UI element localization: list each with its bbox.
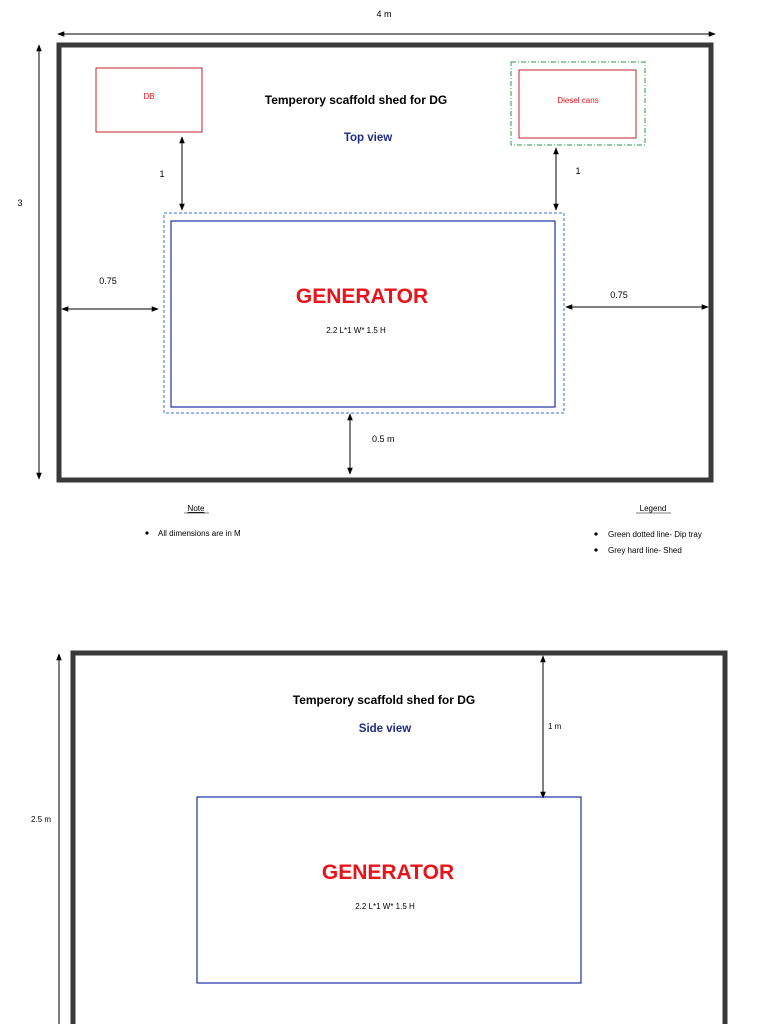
bottom-gap-label: 0.5 m [372, 434, 395, 444]
db-gap-label: 1 [159, 169, 164, 179]
legend-item-shed: Grey hard line- Shed [608, 546, 682, 555]
top-generator-label: GENERATOR [296, 285, 428, 308]
top-width-label: 4 m [376, 9, 391, 19]
side-view-label: Side view [359, 723, 411, 735]
dip-tray-generator [163, 212, 565, 414]
side-generator-label: GENERATOR [322, 861, 454, 884]
side-title: Temperory scaffold shed for DG [293, 693, 475, 707]
top-view: 4 m 3 DB Temperory scaffold shed for DG … [17, 9, 716, 483]
side-generator-dims: 2.2 L*1 W* 1.5 H [355, 902, 415, 911]
diesel-cans-box [518, 69, 637, 139]
side-top-gap-label: 1 m [548, 722, 562, 731]
side-height-label: 2.5 m [31, 815, 51, 824]
legend-section: Legend Green dotted line- Dip tray Grey … [594, 504, 702, 555]
db-box [95, 67, 203, 133]
note-heading: Note [188, 504, 205, 513]
left-gap-label: 0.75 [99, 276, 117, 286]
legend-bullet [594, 548, 598, 552]
db-label: DB [143, 92, 154, 101]
top-view-label: Top view [344, 132, 392, 144]
note-bullet [145, 531, 149, 535]
legend-item-dip-tray: Green dotted line- Dip tray [608, 530, 702, 539]
top-shed-outline [56, 42, 714, 483]
note-item: All dimensions are in M [158, 529, 241, 538]
side-generator-box [196, 796, 582, 984]
side-view: 2.5 m Temperory scaffold shed for DG Sid… [31, 650, 728, 1024]
diesel-cans-label: Diesel cans [557, 96, 598, 105]
top-title: Temperory scaffold shed for DG [265, 93, 447, 107]
diesel-gap-label: 1 [575, 166, 580, 176]
legend-bullet [594, 532, 598, 536]
side-shed-outline [70, 650, 728, 1024]
top-height-label: 3 [17, 198, 22, 208]
legend-heading: Legend [640, 504, 667, 513]
top-generator-box [170, 220, 556, 408]
right-gap-label: 0.75 [610, 290, 628, 300]
note-section: Note All dimensions are in M [145, 504, 241, 538]
top-generator-dims: 2.2 L*1 W* 1.5 H [326, 326, 386, 335]
dip-tray-diesel [510, 61, 646, 146]
